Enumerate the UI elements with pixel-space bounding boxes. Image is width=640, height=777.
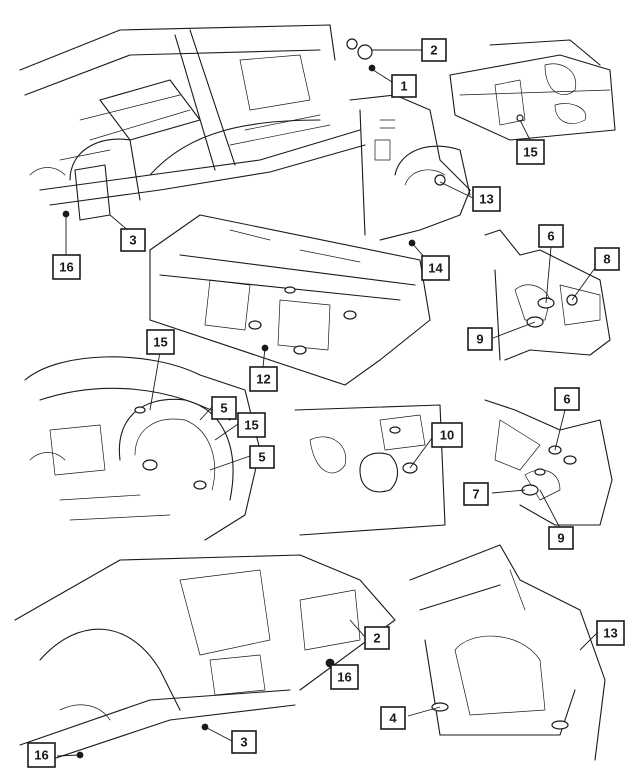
- svg-text:16: 16: [34, 748, 48, 763]
- callout-13-lower: 13: [596, 620, 625, 646]
- svg-text:15: 15: [523, 145, 537, 160]
- svg-text:12: 12: [256, 372, 270, 387]
- callout-16-mid-lower: 16: [330, 664, 359, 690]
- callout-2-lower: 2: [364, 626, 390, 650]
- view-rear-panel-upper-right: [449, 39, 616, 141]
- callout-9-lower: 9: [548, 526, 574, 550]
- callout-15-top: 15: [516, 139, 545, 165]
- view-trunk-lower-right: [409, 544, 606, 761]
- callout-10: 10: [431, 422, 463, 448]
- view-floor-pan-center: [149, 214, 431, 386]
- callout-3-lower: 3: [231, 730, 257, 754]
- svg-text:1: 1: [400, 79, 407, 94]
- view-interior-lower-left: [14, 554, 396, 766]
- callout-15-mid: 15: [237, 412, 266, 438]
- svg-text:5: 5: [258, 450, 265, 465]
- callout-16-bottom: 16: [27, 742, 56, 768]
- svg-text:10: 10: [440, 428, 454, 443]
- svg-text:15: 15: [244, 418, 258, 433]
- svg-text:16: 16: [59, 260, 73, 275]
- view-pillar-right-lower: [484, 399, 613, 526]
- svg-text:3: 3: [129, 233, 136, 248]
- svg-text:2: 2: [430, 43, 437, 58]
- callout-9-top: 9: [467, 327, 493, 351]
- callout-7: 7: [463, 482, 489, 506]
- svg-text:8: 8: [603, 252, 610, 267]
- svg-text:6: 6: [547, 229, 554, 244]
- callout-2-top: 2: [421, 38, 447, 62]
- svg-text:13: 13: [603, 626, 617, 641]
- view-wheelhouse-upper-middle: [349, 94, 471, 247]
- svg-text:4: 4: [389, 711, 397, 726]
- svg-text:16: 16: [337, 670, 351, 685]
- view-pillar-right-upper: [484, 229, 611, 361]
- callout-16-top: 16: [52, 254, 81, 280]
- callout-1: 1: [391, 74, 417, 98]
- callout-5-upper: 5: [211, 396, 237, 420]
- svg-text:9: 9: [557, 531, 564, 546]
- svg-text:6: 6: [563, 392, 570, 407]
- callout-3-top: 3: [120, 228, 146, 252]
- svg-text:7: 7: [472, 487, 479, 502]
- callout-6-top: 6: [538, 224, 564, 248]
- view-dash-panel-mid-center: [294, 404, 446, 536]
- callouts: 1 2 3 16 15 13 14 6: [27, 38, 625, 768]
- view-body-side-upper-left: [19, 24, 376, 221]
- callout-13-top: 13: [472, 186, 501, 212]
- svg-text:14: 14: [428, 261, 443, 276]
- view-rear-quarter-mid-left: [24, 356, 261, 541]
- callout-4: 4: [380, 706, 406, 730]
- svg-text:5: 5: [220, 401, 227, 416]
- svg-text:15: 15: [153, 335, 167, 350]
- callout-5-lower: 5: [249, 445, 275, 469]
- svg-text:9: 9: [476, 332, 483, 347]
- svg-text:3: 3: [240, 735, 247, 750]
- callout-12: 12: [249, 366, 278, 392]
- callout-8: 8: [594, 247, 620, 271]
- svg-text:13: 13: [479, 192, 493, 207]
- svg-text:2: 2: [373, 631, 380, 646]
- callout-6-lower: 6: [554, 387, 580, 411]
- callout-15-mid-top: 15: [146, 329, 175, 355]
- callout-14: 14: [421, 255, 450, 281]
